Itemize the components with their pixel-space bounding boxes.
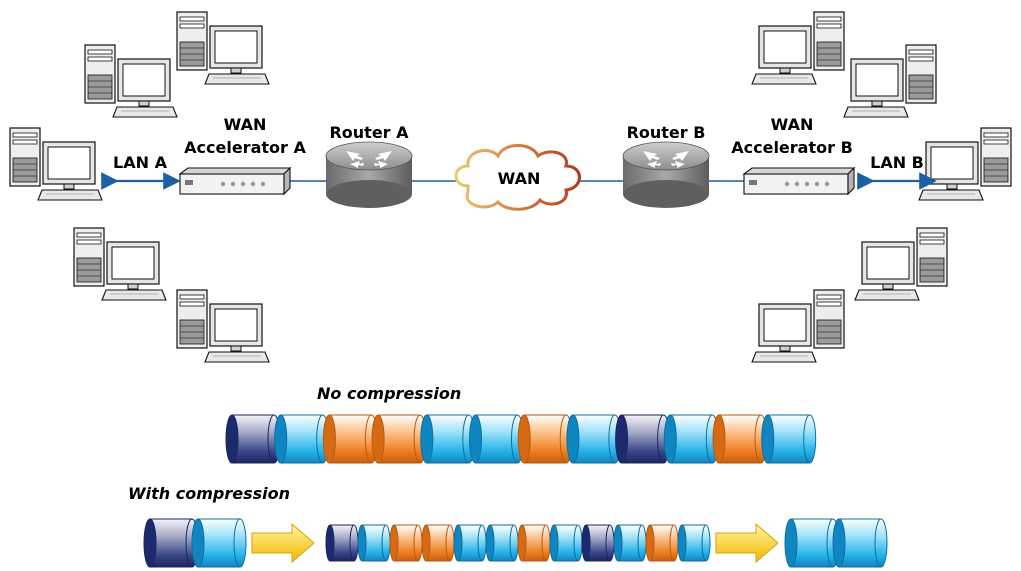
wan-accel-b-label-line1: WAN bbox=[771, 115, 814, 134]
computer-icon bbox=[9, 127, 103, 201]
router-b-label: Router B bbox=[627, 123, 706, 142]
computer-icon bbox=[751, 11, 845, 85]
packet-light bbox=[549, 524, 583, 562]
wan-accel-b-label-line2: Accelerator B bbox=[731, 138, 853, 157]
arrow-to-compressed bbox=[251, 523, 315, 563]
packet-orange bbox=[712, 414, 768, 464]
packet-dark bbox=[581, 524, 615, 562]
packet-light bbox=[832, 518, 888, 568]
packet-orange bbox=[517, 524, 551, 562]
packet-orange bbox=[371, 414, 427, 464]
input-packet-row bbox=[143, 518, 247, 568]
packet-light bbox=[191, 518, 247, 568]
computer-icon bbox=[751, 289, 845, 363]
packet-orange bbox=[421, 524, 455, 562]
packet-dark bbox=[325, 524, 359, 562]
lan-a-label: LAN A bbox=[113, 153, 168, 172]
packet-light bbox=[453, 524, 487, 562]
packet-orange bbox=[389, 524, 423, 562]
computer-icon bbox=[73, 227, 167, 301]
wan-cloud bbox=[454, 144, 581, 211]
packet-dark bbox=[225, 414, 281, 464]
computer-icon bbox=[176, 289, 270, 363]
packet-light bbox=[485, 524, 519, 562]
packet-light bbox=[420, 414, 476, 464]
packet-dark bbox=[143, 518, 199, 568]
wan-accel-a-label-line2: Accelerator A bbox=[184, 138, 306, 157]
lan-b-label: LAN B bbox=[870, 153, 924, 172]
packet-orange bbox=[322, 414, 378, 464]
packet-light bbox=[566, 414, 622, 464]
router-a-label: Router A bbox=[329, 123, 409, 142]
no-compression-packet-row bbox=[225, 414, 817, 464]
router-b bbox=[622, 141, 710, 209]
wan-label: WAN bbox=[498, 169, 541, 188]
packet-orange bbox=[645, 524, 679, 562]
arrow-to-decompressed bbox=[715, 523, 779, 563]
compressed-packet-row bbox=[325, 524, 711, 562]
with-compression-label: With compression bbox=[128, 484, 290, 503]
computer-icon bbox=[918, 127, 1012, 201]
computer-icon bbox=[854, 227, 948, 301]
output-packet-row bbox=[784, 518, 888, 568]
wan-accelerator-a bbox=[179, 167, 291, 195]
wan-accel-a-label-line1: WAN bbox=[224, 115, 267, 134]
no-compression-label: No compression bbox=[317, 384, 461, 403]
packet-light bbox=[761, 414, 817, 464]
packet-light bbox=[357, 524, 391, 562]
computer-icon bbox=[176, 11, 270, 85]
packet-light bbox=[677, 524, 711, 562]
packet-light bbox=[613, 524, 647, 562]
packet-light bbox=[663, 414, 719, 464]
packet-light bbox=[274, 414, 330, 464]
packet-light bbox=[784, 518, 840, 568]
packet-dark bbox=[615, 414, 671, 464]
computer-icon bbox=[843, 44, 937, 118]
packet-light bbox=[469, 414, 524, 464]
router-a bbox=[325, 141, 413, 209]
packet-orange bbox=[517, 414, 573, 464]
wan-accelerator-b bbox=[743, 167, 855, 195]
computer-icon bbox=[84, 44, 178, 118]
